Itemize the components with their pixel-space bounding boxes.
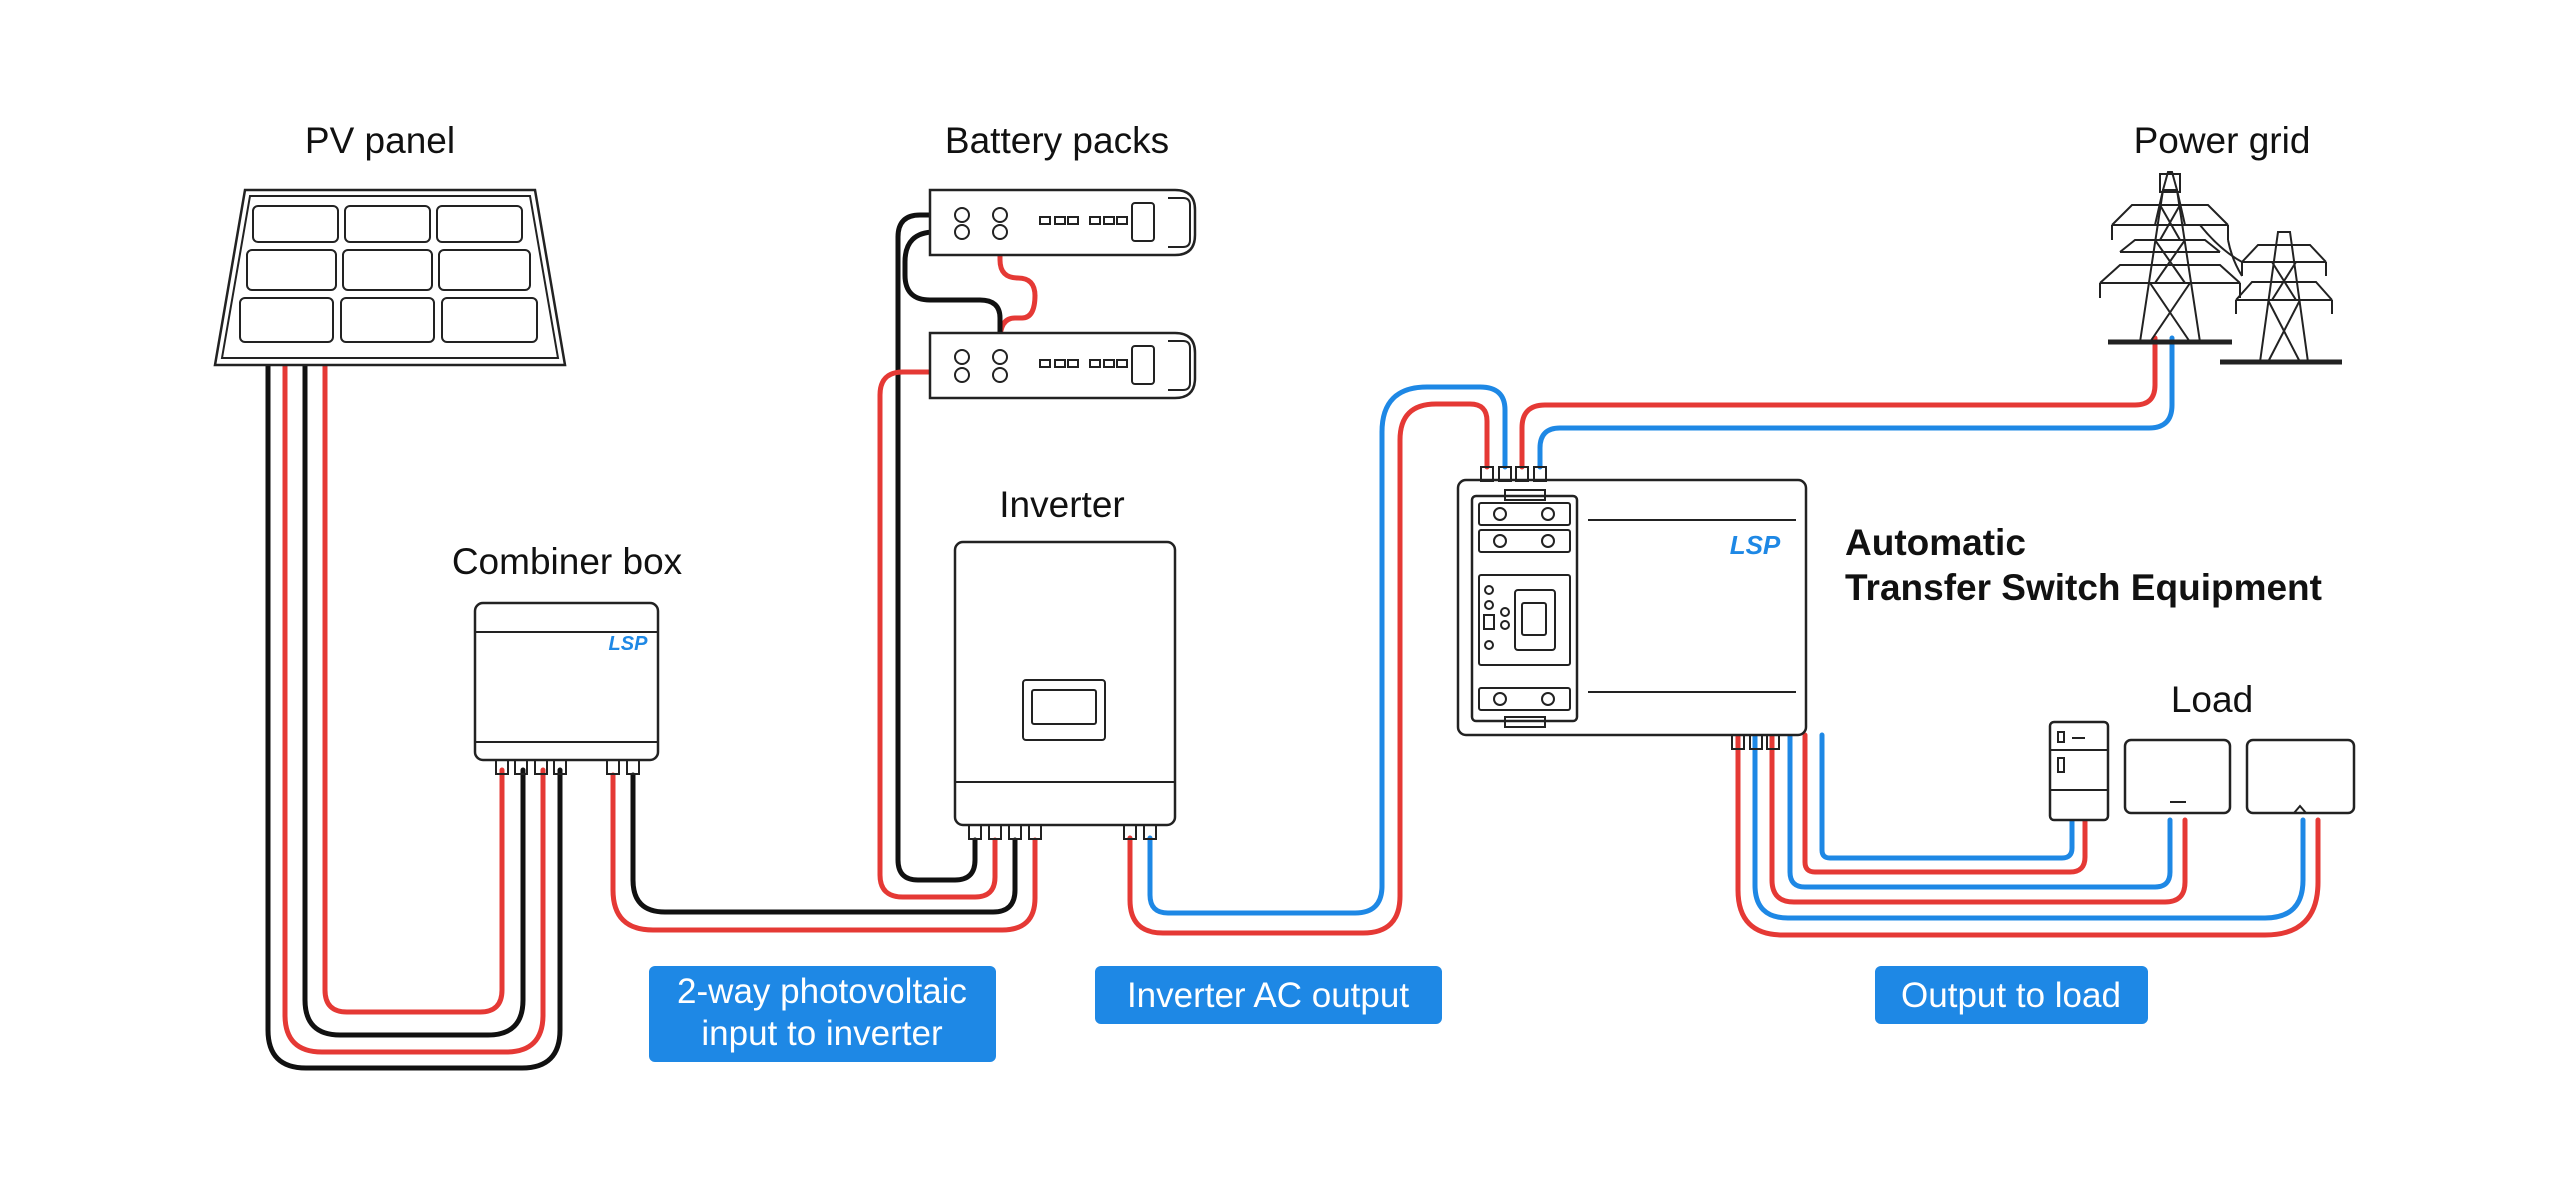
battery-packs: Battery packs xyxy=(928,120,1197,400)
appliance-icon-right xyxy=(2245,738,2356,815)
battery-link-black xyxy=(902,229,1003,355)
inverter-ports xyxy=(968,824,1157,840)
pv-panel: PV panel xyxy=(213,120,567,367)
ats-label-line1: Automatic xyxy=(1845,522,2026,563)
pv-wire-red-1 xyxy=(282,362,546,1055)
inverter-label: Inverter xyxy=(999,484,1124,525)
load-wire-blue-mid xyxy=(1787,732,2173,890)
pv-panel-label: PV panel xyxy=(305,120,455,161)
load-label: Load xyxy=(2171,679,2253,720)
callout-output-to-load: Output to load xyxy=(1875,966,2148,1024)
pv-cells xyxy=(239,205,538,343)
callout-pv-input: 2-way photovoltaic input to inverter xyxy=(649,966,996,1062)
inverter-ac-blue xyxy=(1147,384,1508,916)
callout-inverter-ac-output: Inverter AC output xyxy=(1095,966,1442,1024)
load-wire-blue-outer xyxy=(1752,732,2306,921)
automatic-transfer-switch: LSP Automatic Transfer Switch Equipment xyxy=(1456,466,2322,750)
callout-inverter-ac-output-text: Inverter AC output xyxy=(1127,976,1409,1015)
power-grid: Power grid xyxy=(2099,120,2342,365)
loads: Load xyxy=(2048,679,2356,822)
combiner-box-label: Combiner box xyxy=(452,541,683,582)
grid-wire-blue xyxy=(1537,335,2175,470)
combiner-box-body xyxy=(473,601,660,762)
battery-link-red xyxy=(997,229,1038,381)
battery-1-terminal-pos xyxy=(954,224,970,240)
callout-output-to-load-text: Output to load xyxy=(1901,976,2121,1015)
ats-bottom-terminals xyxy=(1731,734,1780,750)
combiner-box-ports xyxy=(495,759,640,775)
battery-wire-red xyxy=(877,369,998,900)
pv-wire-red-inner xyxy=(322,362,505,1015)
pv-panel-frame xyxy=(213,188,567,367)
wires xyxy=(265,212,2321,1071)
ats-top-terminals xyxy=(1480,466,1547,482)
inverter-display xyxy=(1022,679,1106,741)
callout-pv-input-line1: 2-way photovoltaic xyxy=(677,972,967,1011)
inverter: Inverter xyxy=(953,484,1177,840)
load-wire-red-mid xyxy=(1769,732,2188,905)
ats-logo: LSP xyxy=(1730,530,1781,560)
battery-1-terminal-neg xyxy=(954,207,970,223)
transmission-tower-large xyxy=(2099,171,2241,345)
appliance-icon-center xyxy=(2123,738,2232,815)
refrigerator-icon xyxy=(2048,720,2110,822)
load-wire-red-outer xyxy=(1735,732,2321,938)
callout-pv-input-line2: input to inverter xyxy=(701,1014,943,1053)
battery-packs-label: Battery packs xyxy=(945,120,1169,161)
combiner-to-inverter-black xyxy=(630,772,1018,915)
load-wire-red-inner xyxy=(1802,732,2088,875)
ats-label-line2: Transfer Switch Equipment xyxy=(1845,567,2322,608)
combiner-box-logo: LSP xyxy=(609,633,649,655)
combiner-to-inverter-red xyxy=(610,772,1038,933)
power-grid-label: Power grid xyxy=(2134,120,2311,161)
inverter-body xyxy=(953,540,1177,827)
inverter-ac-red xyxy=(1127,401,1490,936)
pv-panel-inner xyxy=(220,195,560,359)
pv-wire-black-outer xyxy=(265,362,563,1071)
battery-wire-black xyxy=(895,212,978,883)
pv-wire-black-2 xyxy=(302,362,526,1038)
load-wire-blue-inner xyxy=(1819,732,2075,861)
grid-wire-red xyxy=(1519,335,2158,470)
battery-pack-1 xyxy=(928,188,1197,257)
transmission-tower-small xyxy=(2199,224,2342,365)
combiner-box: LSP Combiner box xyxy=(452,541,683,775)
battery-pack-2 xyxy=(928,331,1197,400)
ats-switch-module xyxy=(1470,489,1579,728)
